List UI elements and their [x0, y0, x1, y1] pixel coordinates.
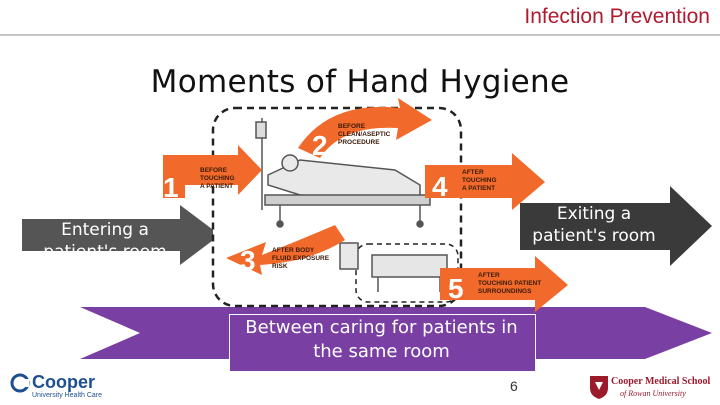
moment-1-number: 1 — [163, 172, 179, 203]
svg-text:A PATIENT: A PATIENT — [200, 183, 233, 190]
moment-4-number: 4 — [432, 171, 448, 202]
svg-text:TOUCHING PATIENT: TOUCHING PATIENT — [478, 280, 541, 287]
exiting-arrow-label: Exiting a patient's room — [518, 203, 670, 247]
svg-text:TOUCHING: TOUCHING — [200, 175, 235, 182]
svg-text:PROCEDURE: PROCEDURE — [338, 139, 380, 146]
rowan-logo-line2: of Rowan University — [620, 389, 686, 398]
rowan-logo-line1: Cooper Medical School — [611, 376, 710, 387]
svg-text:RISK: RISK — [272, 263, 288, 270]
cooper-logo-name: Cooper — [32, 372, 95, 393]
svg-text:AFTER: AFTER — [462, 169, 484, 176]
svg-text:SURROUNDINGS: SURROUNDINGS — [478, 288, 532, 295]
svg-text:CLEAN/ASEPTIC: CLEAN/ASEPTIC — [338, 131, 391, 138]
between-arrow-label: Between caring for patients in the same … — [229, 316, 534, 364]
svg-text:A PATIENT: A PATIENT — [462, 185, 495, 192]
moment-2-number: 2 — [312, 130, 328, 161]
rowan-shield-icon — [588, 374, 610, 400]
svg-text:AFTER BODY: AFTER BODY — [272, 247, 315, 254]
svg-text:BEFORE: BEFORE — [338, 123, 366, 130]
moment-3-number: 3 — [240, 245, 256, 276]
svg-text:TOUCHING: TOUCHING — [462, 177, 497, 184]
svg-text:AFTER: AFTER — [478, 272, 500, 279]
svg-text:FLUID EXPOSURE: FLUID EXPOSURE — [272, 255, 330, 262]
page-number: 6 — [510, 378, 518, 394]
entering-arrow-label: Entering a patient's room — [30, 219, 180, 263]
cooper-logo-subtitle: University Health Care — [32, 392, 102, 399]
moment-5-number: 5 — [448, 273, 464, 304]
cooper-logo-icon — [10, 373, 30, 393]
svg-text:BEFORE: BEFORE — [200, 167, 228, 174]
